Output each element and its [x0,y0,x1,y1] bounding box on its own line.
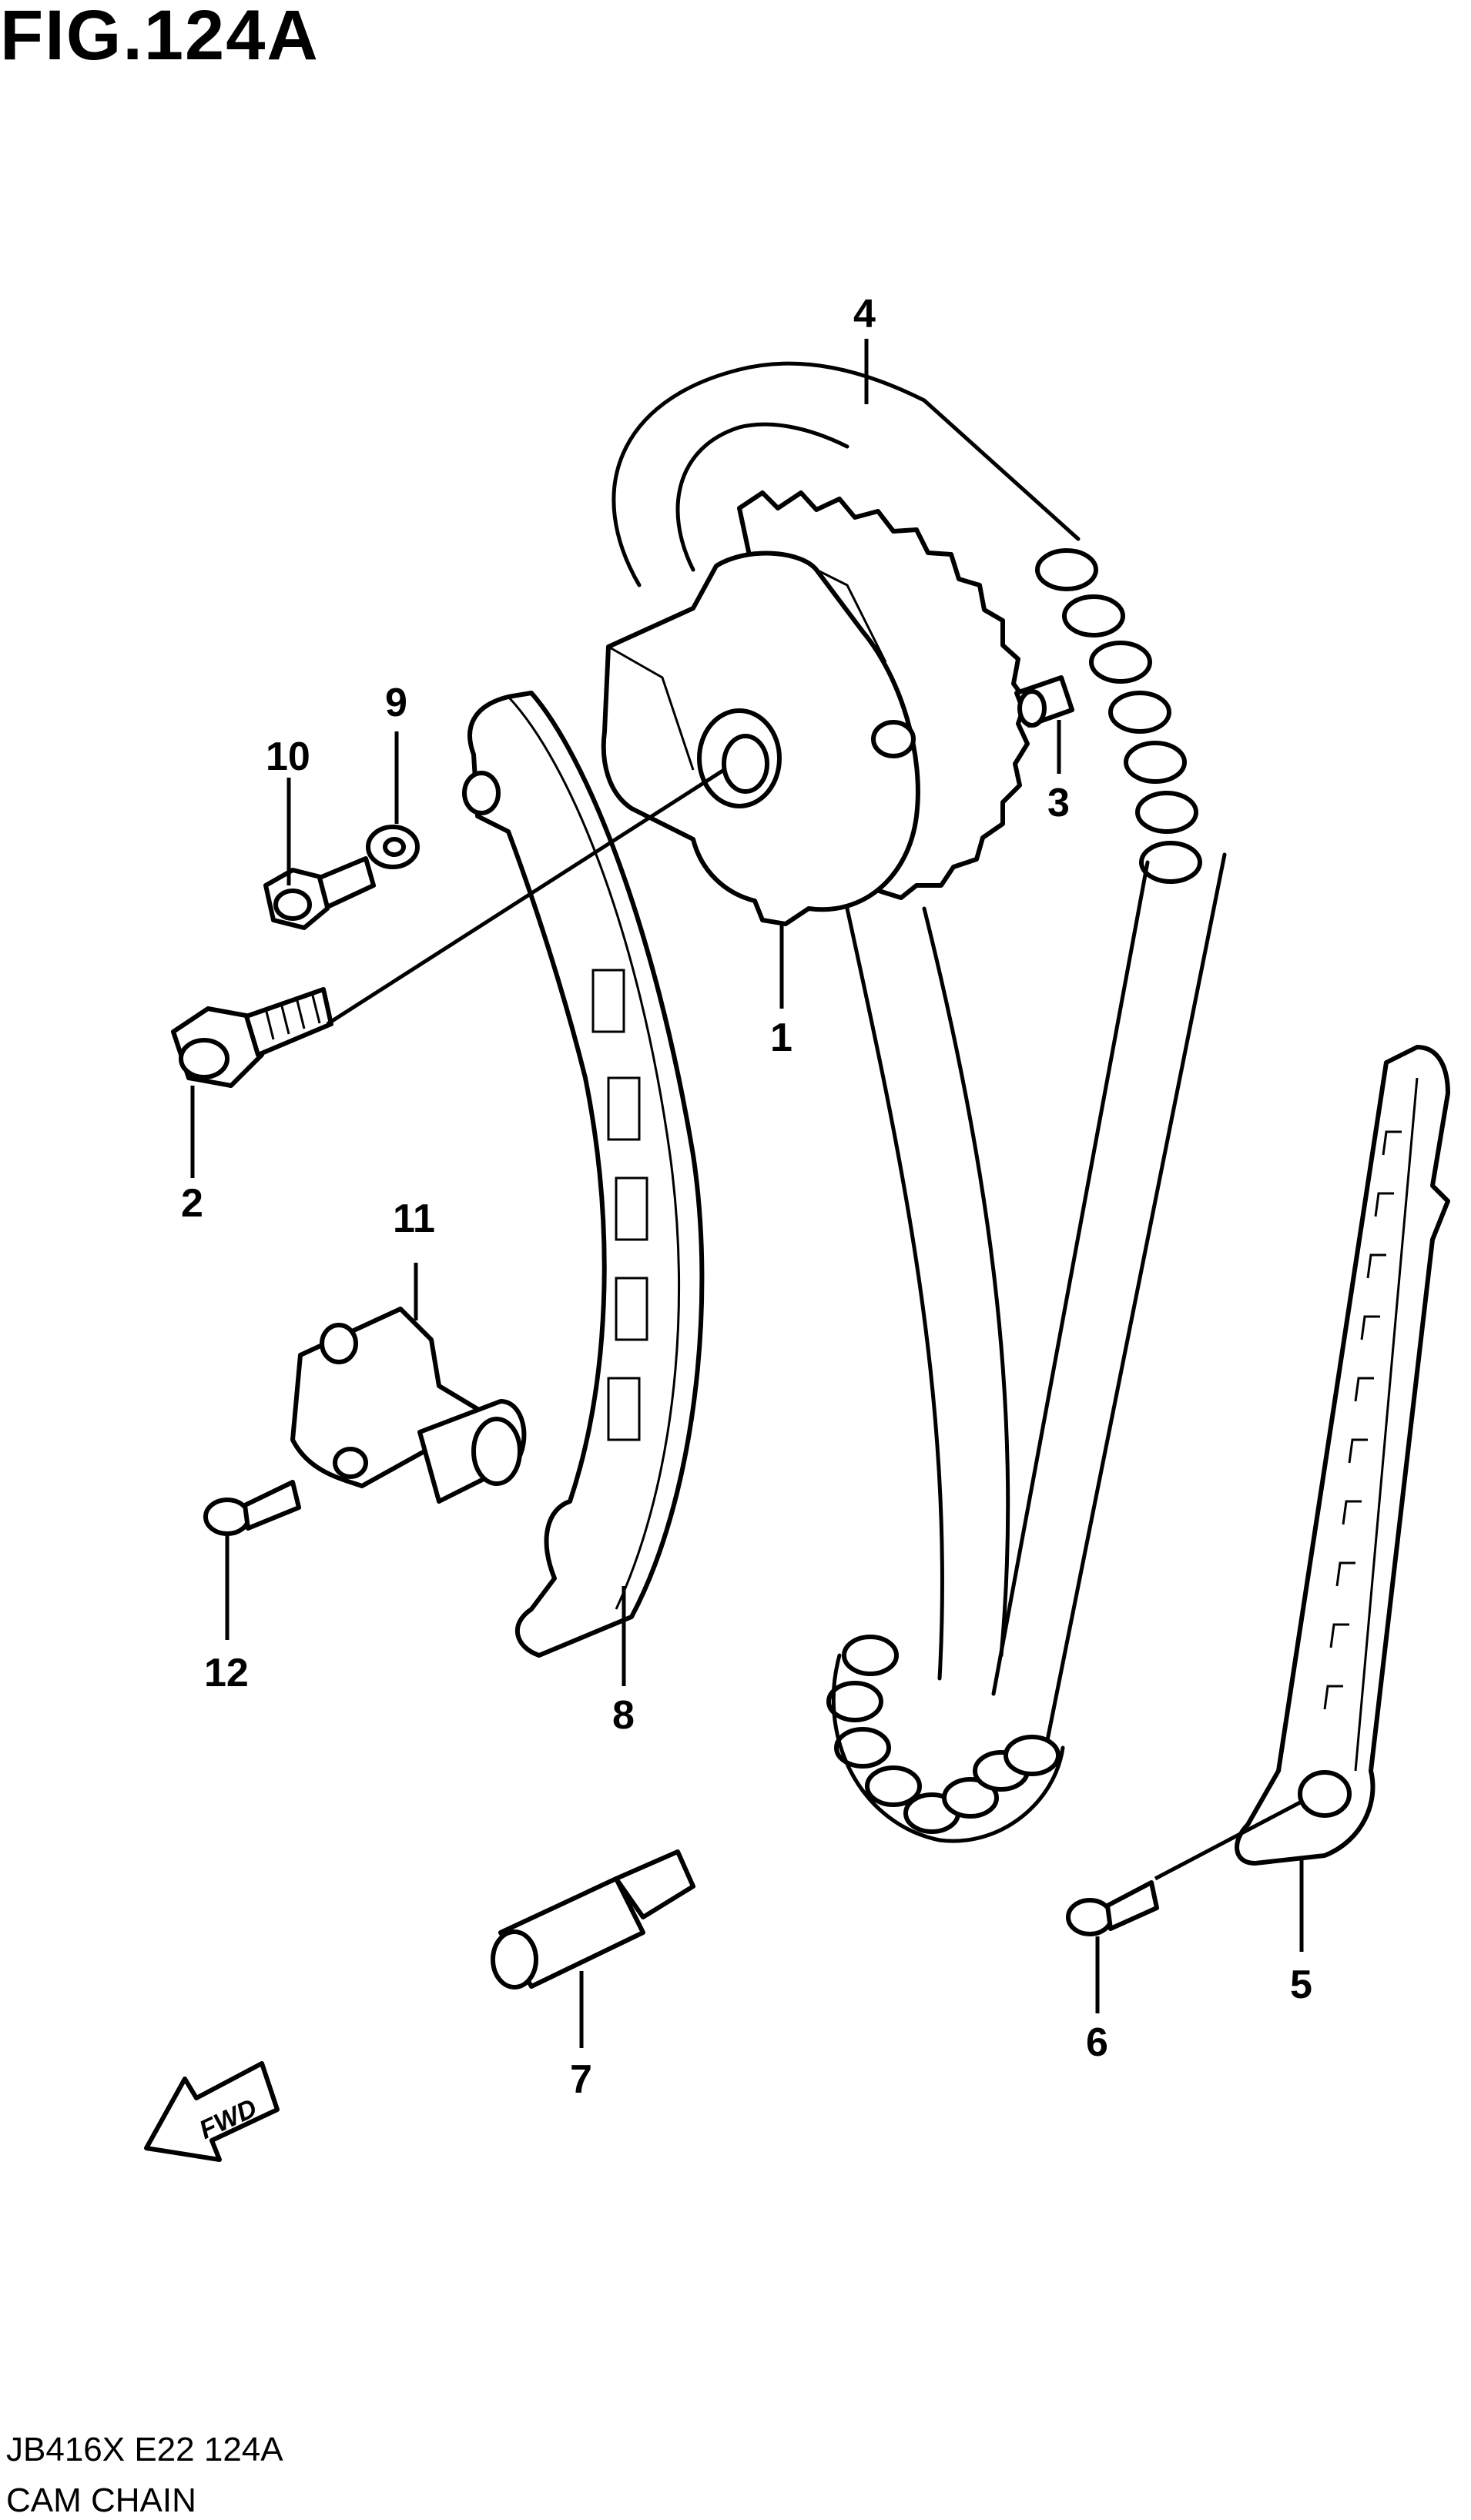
callout-9: 9 [385,681,407,725]
callout-5: 5 [1290,1963,1312,2007]
fwd-arrow-icon: FWD [144,2061,280,2162]
figure-code: JB416X E22 124A [6,2431,283,2468]
callout-4: 4 [853,292,876,336]
figure-title: FIG.124A [0,0,320,75]
callout-12: 12 [204,1651,249,1695]
figure-name: CAM CHAIN [6,2482,196,2519]
dowel-pin [1014,675,1074,728]
callout-8: 8 [612,1693,635,1738]
camshaft-sprocket [601,490,1030,926]
callout-1: 1 [770,1016,792,1060]
callout-11: 11 [393,1196,435,1241]
callout-10: 10 [266,735,310,779]
tensioner-bolt [203,1480,301,1536]
callout-6: 6 [1086,2020,1108,2065]
callout-3: 3 [1047,781,1070,825]
callout-7: 7 [570,2057,592,2102]
pin-7 [491,1849,695,1990]
sprocket-bolt [171,987,333,1088]
chain-tensioner [290,1307,527,1504]
cam-chain [612,361,1227,1843]
callout-labels: 4 1 3 9 10 2 11 12 8 5 6 7 [181,292,1312,2102]
callout-2: 2 [181,1181,203,1226]
bolt-10 [263,856,376,930]
tensioner-adjuster-arm [462,691,705,1658]
leader-lines [190,339,1304,2048]
chain-guide [1235,1045,1450,1866]
guide-bolt [1066,1880,1159,1936]
washer-9 [366,825,420,869]
